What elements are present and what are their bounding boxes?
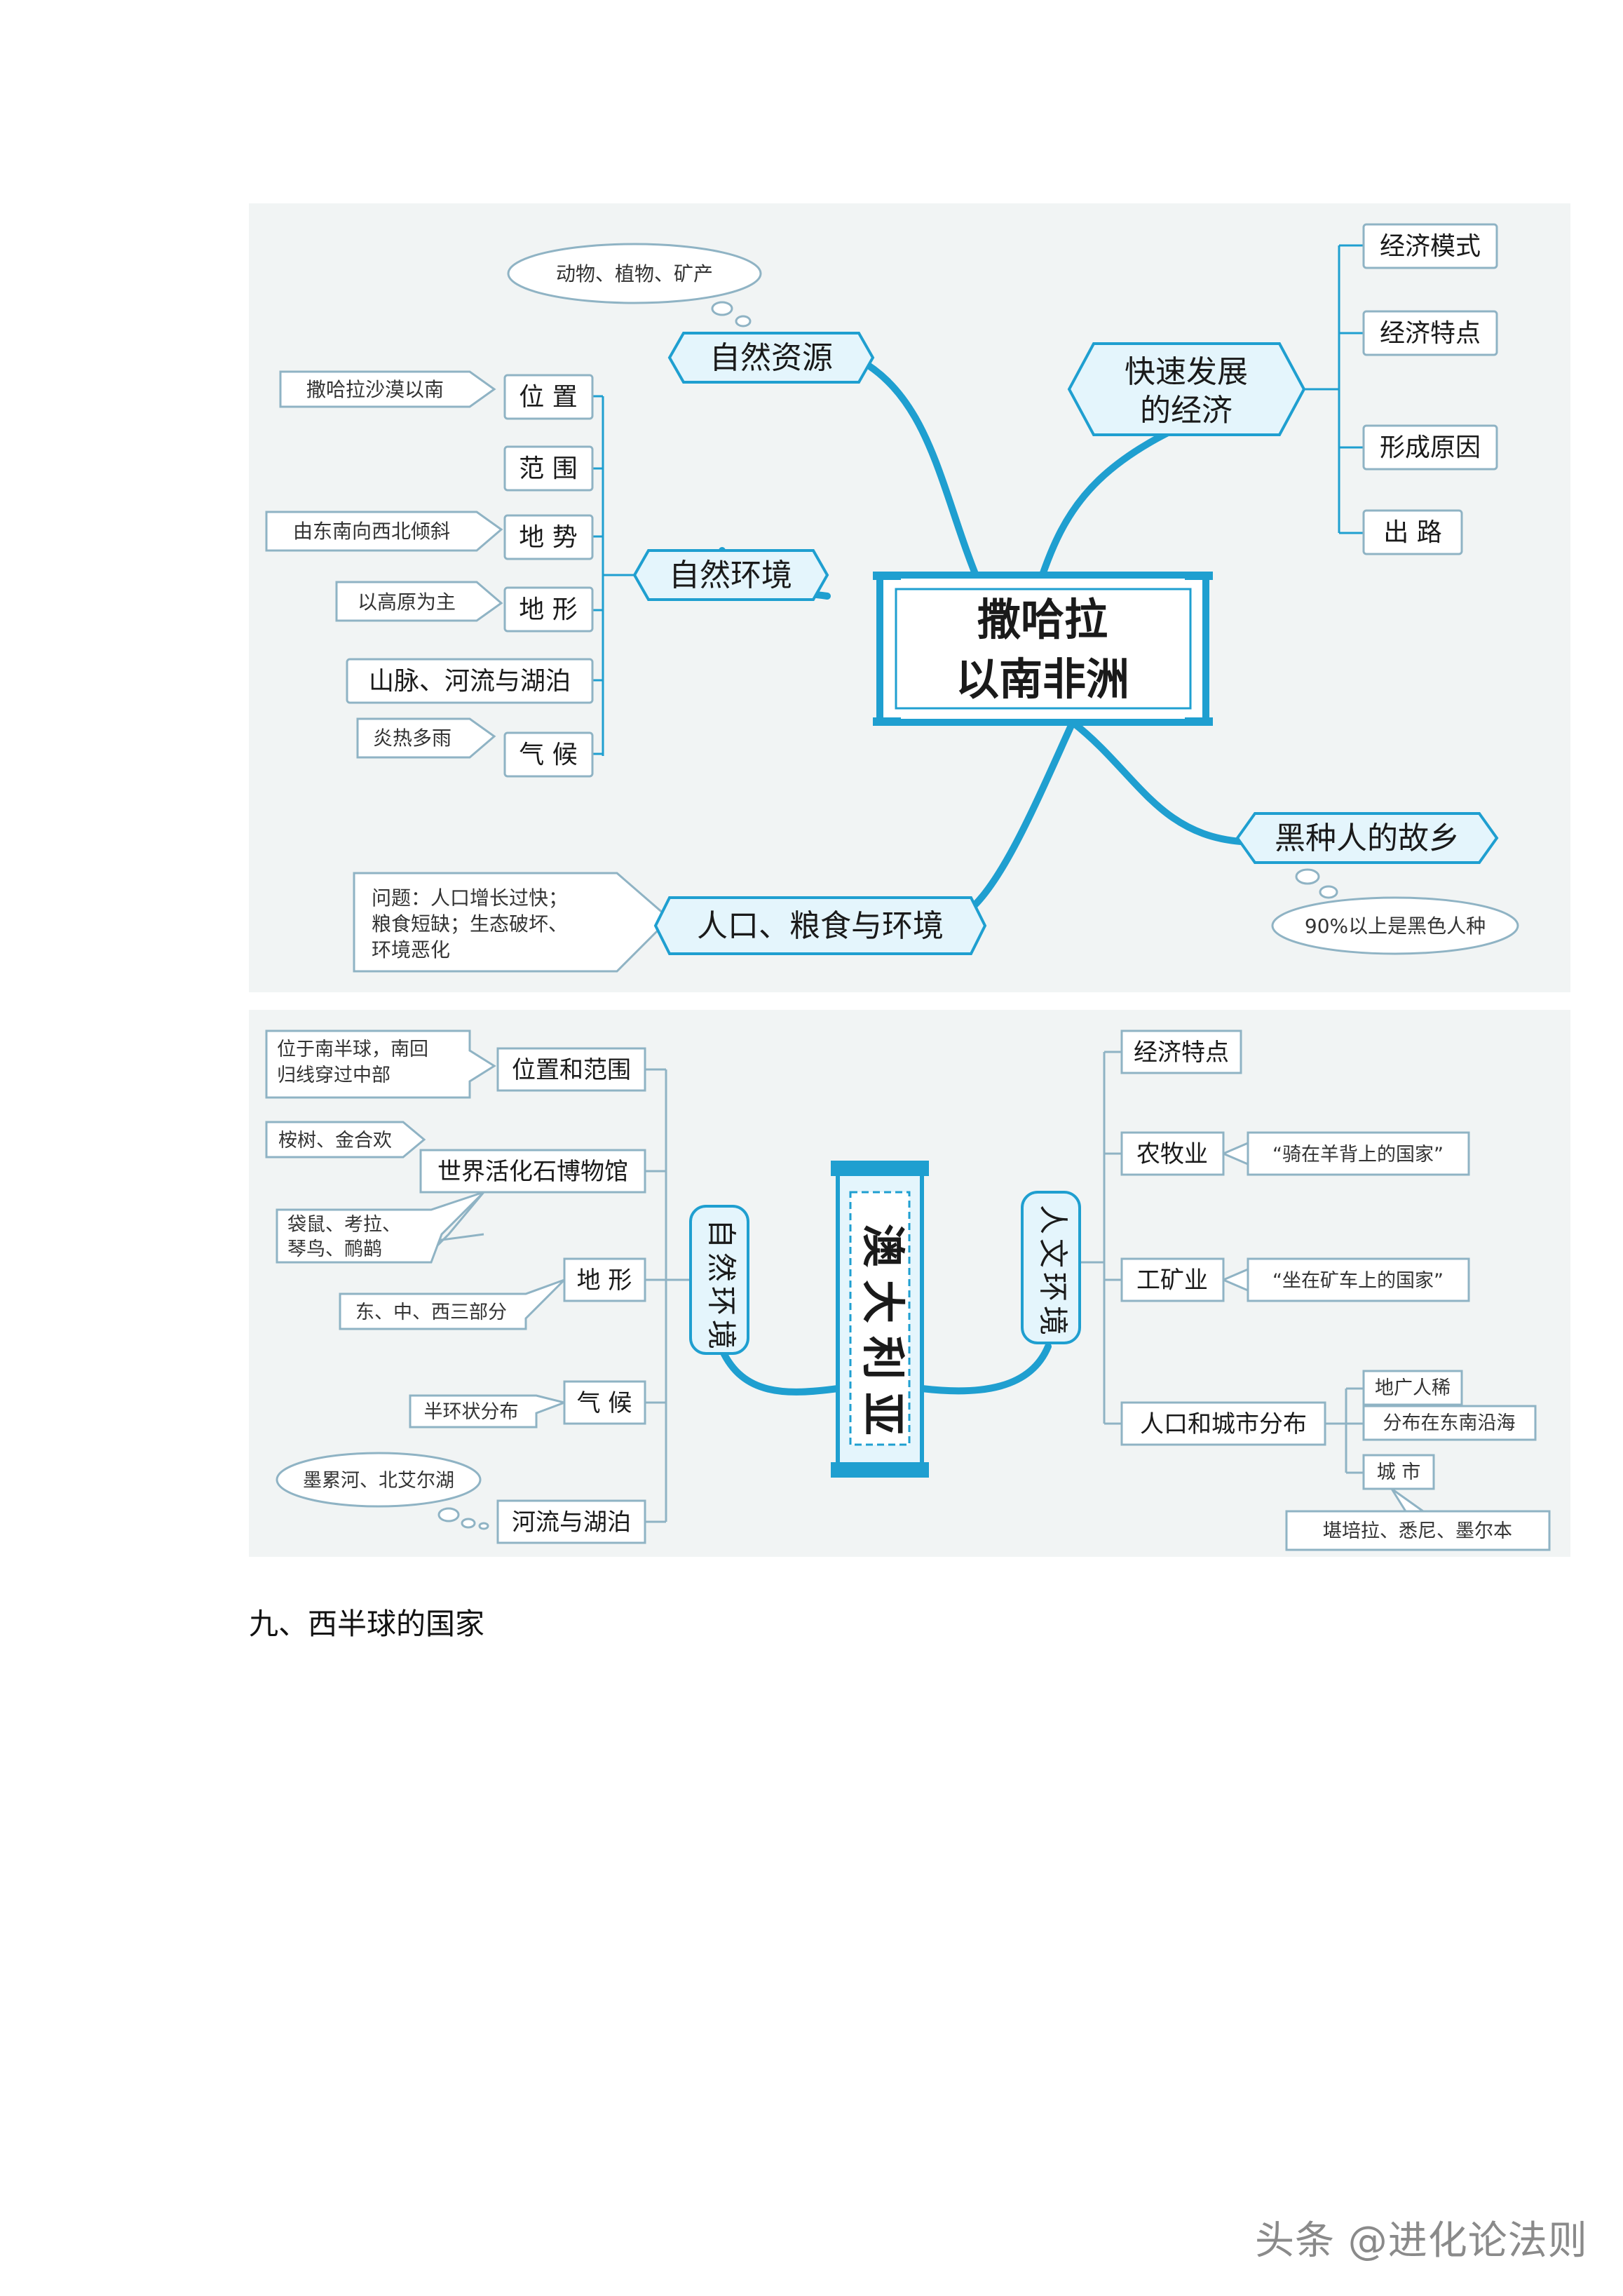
- africa-center-line1: 撒哈拉: [977, 594, 1108, 645]
- resources-note: 动物、植物、矿产: [556, 262, 713, 285]
- aus-item-fossil: 世界活化石博物馆: [437, 1158, 628, 1186]
- note-cities-box: [1285, 1510, 1551, 1551]
- note-population-box: [353, 872, 672, 973]
- aus-item-rivers: 河流与湖泊: [512, 1508, 631, 1537]
- env-item-landform: 地 形: [519, 595, 577, 624]
- natural-env-label: 自然环境: [669, 558, 792, 593]
- econ-item-features: 经济特点: [1380, 319, 1481, 348]
- economy-hex: [1067, 342, 1306, 436]
- note-trees: 桉树、金合欢: [278, 1130, 392, 1152]
- population-label: 人口、粮食与环境: [697, 908, 944, 944]
- natural-env-hex: [632, 549, 829, 601]
- sub-coast: 分布在东南沿海: [1383, 1412, 1516, 1434]
- note-landform-box: [335, 581, 503, 622]
- note-terrain-box: [265, 511, 503, 552]
- note-position-1: 位于南半球，南回: [277, 1039, 428, 1060]
- env-item-location: 位 置: [519, 383, 577, 412]
- note-climate: 炎热多雨: [373, 727, 451, 750]
- rivers-bubble: [276, 1452, 482, 1508]
- note-trees-box: [265, 1121, 426, 1159]
- note-animals-2: 琴鸟、鸸鹋: [287, 1238, 382, 1260]
- aus-human-env-label: 人文环境: [1036, 1205, 1071, 1339]
- note-farming: “骑在羊背上的国家”: [1272, 1144, 1444, 1166]
- hometown-hex: [1235, 812, 1499, 864]
- econ-item-model: 经济模式: [1380, 232, 1481, 261]
- economy-label-2: 的经济: [1140, 393, 1232, 428]
- note-landform-aus: 东、中、西三部分: [355, 1302, 507, 1323]
- env-item-mountains: 山脉、河流与湖泊: [369, 667, 571, 696]
- economy-label-1: 快速发展: [1125, 354, 1248, 390]
- aus-human-env-box: [1021, 1191, 1081, 1344]
- note-landform: 以高原为主: [358, 590, 456, 614]
- aus-natural-env-box: [689, 1205, 749, 1355]
- hometown-bubble: [1271, 896, 1519, 955]
- hometown-label: 黑种人的故乡: [1275, 821, 1460, 856]
- note-rivers: 墨累河、北艾尔湖: [303, 1470, 454, 1492]
- sub-cities: 城 市: [1377, 1461, 1421, 1483]
- aus-item-mining: 工矿业: [1136, 1267, 1208, 1295]
- note-terrain: 由东南向西北倾斜: [293, 520, 450, 543]
- africa-map: 撒哈拉 以南非洲 自然资源 动物、植物、矿产 自然环境 快速发展 的经济 黑种人…: [265, 223, 1519, 973]
- sub-sparse: 地广人稀: [1375, 1377, 1451, 1399]
- resources-bubble: [507, 243, 762, 304]
- africa-center-line2: 以南非洲: [956, 654, 1129, 705]
- aus-item-econ: 经济特点: [1134, 1039, 1229, 1067]
- population-note-1: 问题：人口增长过快；: [372, 886, 568, 910]
- aus-natural-env-label: 自然环境: [705, 1219, 739, 1353]
- note-animals-1: 袋鼠、考拉、: [287, 1214, 401, 1236]
- note-climate-box: [409, 1394, 569, 1429]
- note-landform-box: [339, 1278, 566, 1330]
- note-climate-box: [356, 717, 496, 759]
- aus-item-position: 位置和范围: [512, 1056, 631, 1084]
- australia-map: 澳大利亚 自然环境 人文环境 位置和范围 世界活化石博物馆 地 形 气 候 河流…: [265, 1029, 1551, 1551]
- population-note-3: 环境恶化: [372, 938, 450, 961]
- env-item-climate: 气 候: [519, 741, 577, 769]
- aus-item-landform: 地 形: [577, 1267, 632, 1295]
- aus-item-population: 人口和城市分布: [1140, 1410, 1307, 1438]
- section-heading: 九、西半球的国家: [249, 1607, 485, 1641]
- env-item-range: 范 围: [519, 454, 577, 483]
- econ-item-causes: 形成原因: [1380, 433, 1481, 462]
- aus-item-climate: 气 候: [577, 1389, 632, 1417]
- note-climate-aus: 半环状分布: [424, 1401, 519, 1423]
- note-animals-box: [276, 1191, 485, 1264]
- population-hex: [653, 896, 987, 955]
- population-note-2: 粮食短缺；生态破坏、: [372, 912, 568, 936]
- note-location-box: [279, 370, 496, 408]
- note-position-box: [265, 1029, 496, 1099]
- note-position-2: 归线穿过中部: [277, 1065, 391, 1086]
- note-cities: 堪培拉、悉尼、墨尔本: [1323, 1520, 1512, 1542]
- australia-center: 澳大利亚: [857, 1224, 909, 1448]
- natural-resources-hex: [667, 332, 875, 384]
- econ-item-outlet: 出 路: [1383, 518, 1441, 547]
- aus-item-farming: 农牧业: [1136, 1140, 1208, 1168]
- natural-resources-label: 自然资源: [709, 340, 833, 376]
- note-mining: “坐在矿车上的国家”: [1272, 1270, 1444, 1292]
- hometown-note: 90%以上是黑色人种: [1305, 914, 1486, 938]
- watermark: 头条 @进化论法则: [1255, 2218, 1588, 2264]
- note-location: 撒哈拉沙漠以南: [306, 378, 444, 401]
- env-item-terrain: 地 势: [519, 523, 577, 552]
